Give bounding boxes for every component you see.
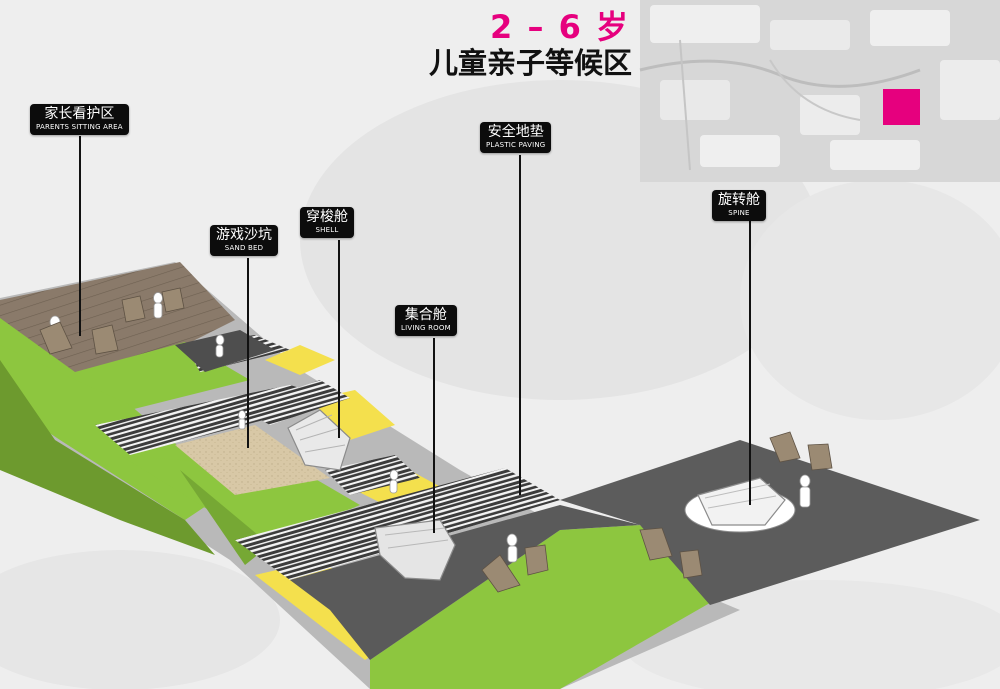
label-cn: 游戏沙坑: [216, 227, 272, 243]
living-room-capsule: [374, 519, 456, 581]
label-en: SAND BED: [224, 244, 264, 252]
spine-capsule: [684, 477, 796, 533]
leader-line-sand: [247, 258, 249, 448]
label-spine: 旋转舱 SPINE: [712, 190, 766, 221]
label-plastic-paving: 安全地垫 PLASTIC PAVING: [480, 122, 552, 153]
leader-line-parents: [79, 136, 81, 336]
sand-bed: [175, 425, 330, 495]
leader-line-paving: [519, 155, 521, 495]
label-en: LIVING ROOM: [401, 324, 451, 332]
label-sand-bed: 游戏沙坑 SAND BED: [210, 225, 278, 256]
label-living-room: 集合舱 LIVING ROOM: [395, 305, 457, 336]
location-highlight: [883, 89, 920, 125]
key-map: [639, 0, 1000, 182]
label-en: PLASTIC PAVING: [486, 141, 546, 149]
seating-pods: [39, 287, 833, 593]
label-shell: 穿梭舱 SHELL: [300, 207, 354, 238]
shell-capsule: [287, 409, 351, 471]
label-cn: 安全地垫: [487, 124, 544, 140]
label-cn: 旋转舱: [718, 192, 760, 208]
leader-line-living: [433, 338, 435, 533]
leader-line-spine: [749, 220, 751, 505]
label-cn: 穿梭舱: [306, 209, 348, 225]
label-en: PARENTS SITTING AREA: [36, 123, 123, 131]
label-parents-sitting-area: 家长看护区 PARENTS SITTING AREA: [30, 104, 129, 135]
label-en: SHELL: [315, 226, 339, 234]
label-cn: 集合舱: [404, 307, 447, 323]
leader-line-shell: [338, 240, 340, 438]
label-cn: 家长看护区: [44, 106, 115, 122]
zone-title: 儿童亲子等候区: [428, 46, 632, 80]
age-range-title: 2 – 6 岁: [490, 8, 630, 46]
label-en: SPINE: [728, 209, 750, 217]
green-lawn: [0, 318, 715, 689]
